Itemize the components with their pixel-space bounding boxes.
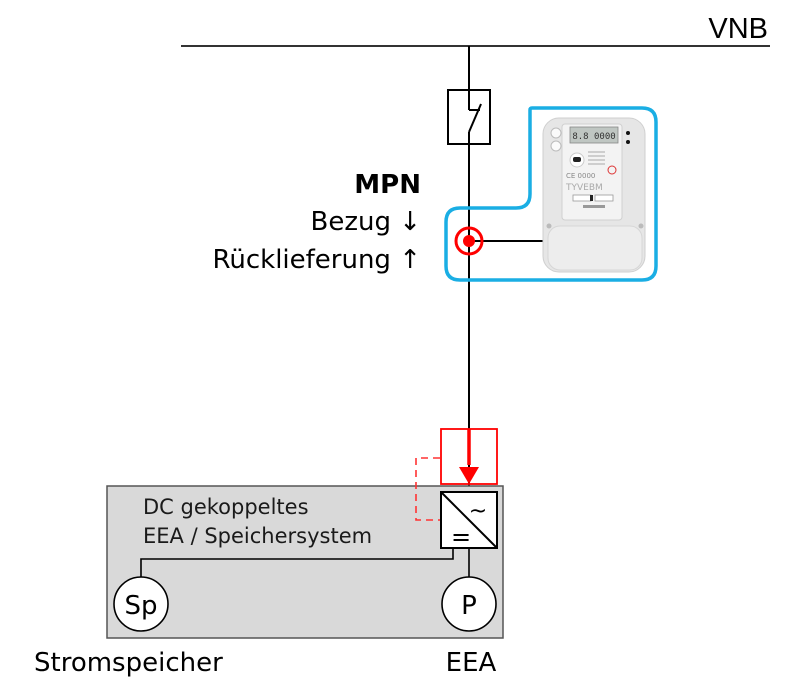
inverter-ac-symbol: ~ [469, 499, 487, 524]
feed-in-label: Rücklieferung ↑ [212, 245, 421, 275]
electricity-meter-icon: 8.8 0000 CE 0000 TYVEBM [542, 117, 646, 273]
svg-text:CE 0000: CE 0000 [566, 172, 595, 180]
switch-icon [447, 80, 491, 150]
dc-bus-line [140, 548, 454, 580]
storage-label: Stromspeicher [34, 648, 223, 678]
power-flow-arrow-head-icon [459, 467, 479, 484]
storage-circle-label: Sp [124, 591, 157, 621]
system-box-title-line2: EEA / Speichersystem [143, 524, 372, 548]
dc-coupled-system-box [106, 485, 504, 639]
battery-storage-icon [113, 576, 169, 632]
inverter-dc-symbol: = [451, 523, 471, 551]
inverter-icon: ~ = [440, 491, 498, 551]
generator-circle-label: P [461, 591, 477, 621]
meter-outline [444, 106, 658, 282]
svg-text:TYVEBM: TYVEBM [565, 183, 603, 193]
dashed-measurement-link [415, 457, 440, 521]
measurement-point-title: MPN [354, 170, 421, 200]
storage-unit: Sp [113, 576, 169, 632]
measurement-point-icon [454, 226, 484, 256]
pv-generator-icon [441, 576, 497, 632]
system-box-title-line1: DC gekoppeltes [143, 495, 309, 519]
grid-operator-label: VNB [708, 13, 768, 45]
generator-label: EEA [446, 648, 497, 678]
generator-unit: P [441, 576, 497, 632]
svg-text:8.8 0000: 8.8 0000 [572, 132, 615, 142]
consumption-label: Bezug ↓ [310, 207, 421, 237]
